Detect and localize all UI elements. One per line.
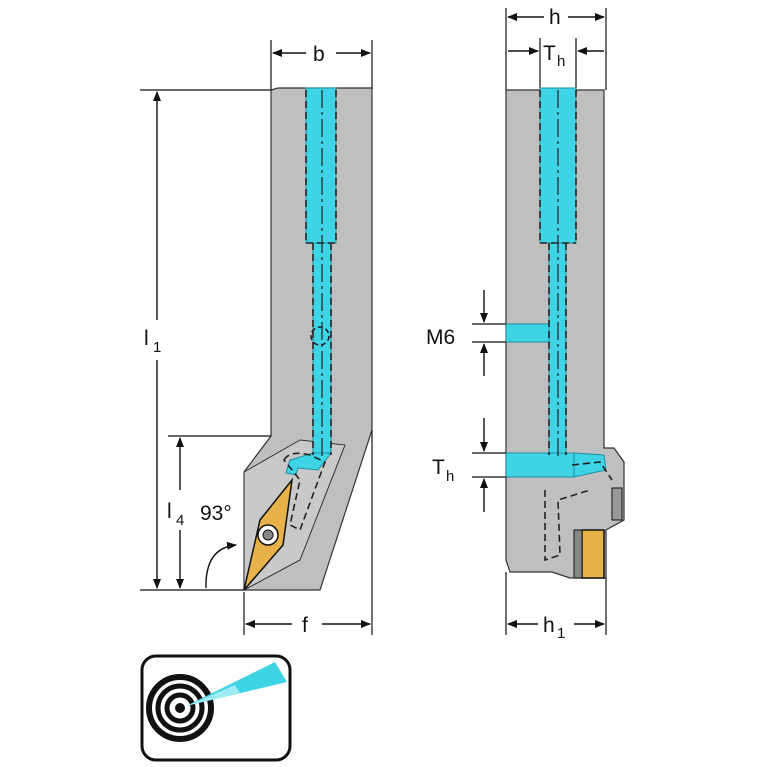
angle-label: 93° [200, 502, 232, 525]
dim-b-label: b [313, 43, 325, 66]
svg-text:1: 1 [153, 339, 161, 356]
svg-text:h: h [557, 53, 565, 70]
internal-coolant-target-icon [140, 654, 292, 762]
dim-l4-label: l [167, 500, 172, 523]
coolant-port-m6 [505, 323, 550, 343]
left-view: b l 1 l 4 [140, 40, 373, 637]
cutting-insert-side [581, 529, 605, 579]
dim-m6-label: M6 [426, 326, 455, 349]
dim-f-label: f [302, 614, 308, 637]
svg-text:1: 1 [557, 625, 565, 642]
dim-th2-label: T [432, 456, 445, 479]
dim-h1-label: h [543, 614, 555, 637]
dim-th-label: T [543, 42, 556, 65]
right-view: h T h M6 [426, 6, 625, 642]
svg-text:4: 4 [176, 512, 184, 529]
coolant-port-th [505, 452, 575, 478]
coolant-channel-main [305, 87, 337, 244]
dim-l1-label: l [144, 327, 149, 350]
dim-h-label: h [549, 6, 561, 29]
svg-text:h: h [446, 468, 454, 485]
